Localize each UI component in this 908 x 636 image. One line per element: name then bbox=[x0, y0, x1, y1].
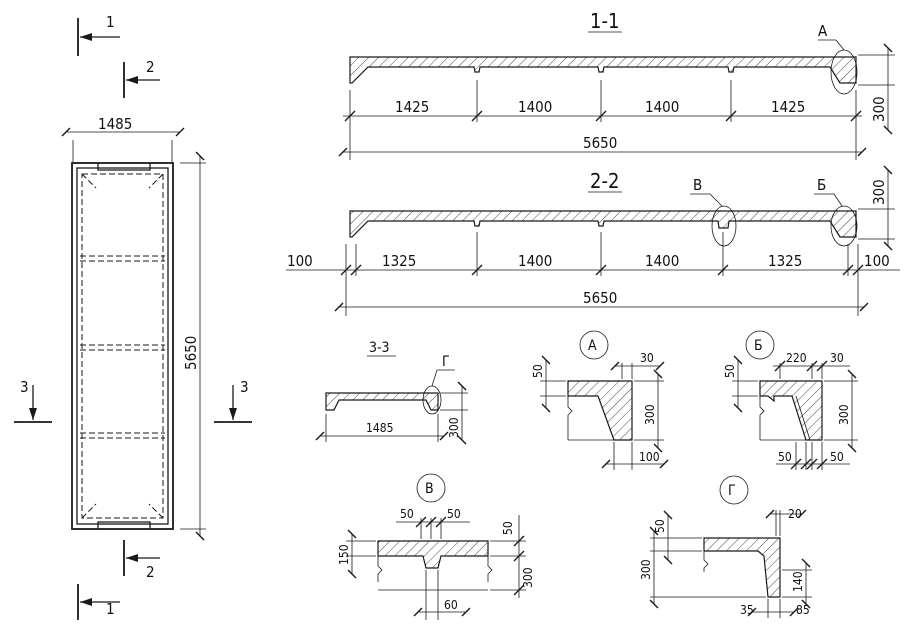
dimension-text: 50 bbox=[778, 450, 792, 464]
dimension-text: 1325 bbox=[382, 252, 416, 270]
section-mark-3-right: 3 bbox=[214, 378, 252, 423]
section-1-1: 1-1 А 300 1425 1400 1400 1425 56 bbox=[338, 9, 895, 160]
dimension-text: 50 bbox=[400, 507, 414, 521]
dimension-text: 50 bbox=[531, 364, 545, 378]
dimension-text: 300 bbox=[870, 179, 888, 205]
detail-a: А 50 30 300 100 bbox=[531, 330, 669, 470]
section-mark-label: 1 bbox=[106, 600, 115, 618]
dimension-text: 300 bbox=[643, 404, 657, 425]
dimension-text: 1400 bbox=[645, 252, 679, 270]
callout-label: Г bbox=[442, 354, 450, 370]
dimension-text: 1485 bbox=[98, 115, 132, 133]
dimension-text: 50 bbox=[653, 519, 667, 533]
dimension-text: 140 bbox=[791, 571, 805, 592]
callout-v-circle bbox=[711, 205, 737, 247]
dimension-text: 50 bbox=[501, 521, 515, 535]
callout-label: В bbox=[693, 176, 702, 194]
dimension-text: 1325 bbox=[768, 252, 802, 270]
dimension-text: 30 bbox=[830, 351, 844, 365]
dimension-text: 300 bbox=[639, 559, 653, 580]
dimension-text: 100 bbox=[864, 252, 890, 270]
plan-slab-outline bbox=[71, 162, 174, 530]
dimension-text: 1485 bbox=[366, 421, 393, 435]
plan-width-dimension: 1485 bbox=[61, 115, 185, 162]
dimension-text: 50 bbox=[723, 364, 737, 378]
section-mark-label: 2 bbox=[146, 58, 155, 76]
section-mark-2-top: 2 bbox=[123, 58, 160, 98]
dimension-text: 1425 bbox=[395, 98, 429, 116]
detail-g: Г 50 300 20 140 35 85 bbox=[639, 475, 812, 618]
dimension-text: 50 bbox=[447, 507, 461, 521]
detail-label: В bbox=[425, 481, 434, 497]
section-3-3: 3-3 Г 1485 300 bbox=[315, 340, 468, 445]
dimension-text: 1400 bbox=[645, 98, 679, 116]
section-mark-1-bottom: 1 bbox=[77, 584, 120, 620]
detail-label: Г bbox=[728, 483, 736, 499]
dimension-text: 100 bbox=[639, 450, 660, 464]
section-2-2: 2-2 В Б 300 100 1325 1400 bbox=[286, 165, 900, 316]
section-mark-label: 2 bbox=[146, 563, 155, 581]
section-title: 2-2 bbox=[590, 169, 619, 193]
section-mark-label: 3 bbox=[240, 378, 249, 396]
plan-view: 1 2 1485 bbox=[14, 13, 252, 620]
dimension-text: 1425 bbox=[771, 98, 805, 116]
plan-length-dimension: 5650 bbox=[180, 151, 206, 541]
section-profile bbox=[349, 56, 857, 84]
dimension-text: 300 bbox=[521, 567, 535, 588]
callout-label: А bbox=[818, 22, 828, 40]
section-mark-3-left: 3 bbox=[14, 378, 52, 423]
dimension-text: 1400 bbox=[518, 98, 552, 116]
dimension-text: 150 bbox=[337, 544, 351, 565]
dimension-text: 20 bbox=[788, 507, 802, 521]
section-title: 3-3 bbox=[369, 340, 390, 356]
dimension-text: 1400 bbox=[518, 252, 552, 270]
dimension-text: 30 bbox=[640, 351, 654, 365]
dimension-text: 5650 bbox=[583, 289, 617, 307]
dimension-text: 5650 bbox=[583, 134, 617, 152]
detail-v: В 50 50 50 300 150 60 bbox=[337, 473, 535, 620]
dimension-text: 35 bbox=[740, 603, 754, 617]
dimension-text: 300 bbox=[837, 404, 851, 425]
section-mark-label: 1 bbox=[106, 13, 115, 31]
section-profile bbox=[325, 392, 439, 411]
section-mark-1-top: 1 bbox=[77, 13, 120, 56]
section-mark-2-bottom: 2 bbox=[123, 540, 160, 581]
callout-b-circle bbox=[830, 205, 858, 247]
dimension-text: 100 bbox=[287, 252, 313, 270]
dimension-text: 5650 bbox=[182, 336, 200, 370]
dimension-text: 220 bbox=[786, 351, 807, 365]
dimension-text: 85 bbox=[796, 603, 810, 617]
detail-b: Б 50 220 30 300 50 50 bbox=[723, 330, 858, 470]
dimension-text: 300 bbox=[447, 417, 461, 438]
dimension-text: 300 bbox=[870, 96, 888, 122]
detail-label: Б bbox=[754, 338, 763, 354]
section-title: 1-1 bbox=[590, 9, 619, 33]
section-mark-label: 3 bbox=[20, 378, 29, 396]
section-profile bbox=[349, 210, 857, 238]
dimension-text: 60 bbox=[444, 598, 458, 612]
dimension-text: 50 bbox=[830, 450, 844, 464]
detail-label: А bbox=[588, 338, 597, 354]
callout-label: Б bbox=[817, 176, 826, 194]
